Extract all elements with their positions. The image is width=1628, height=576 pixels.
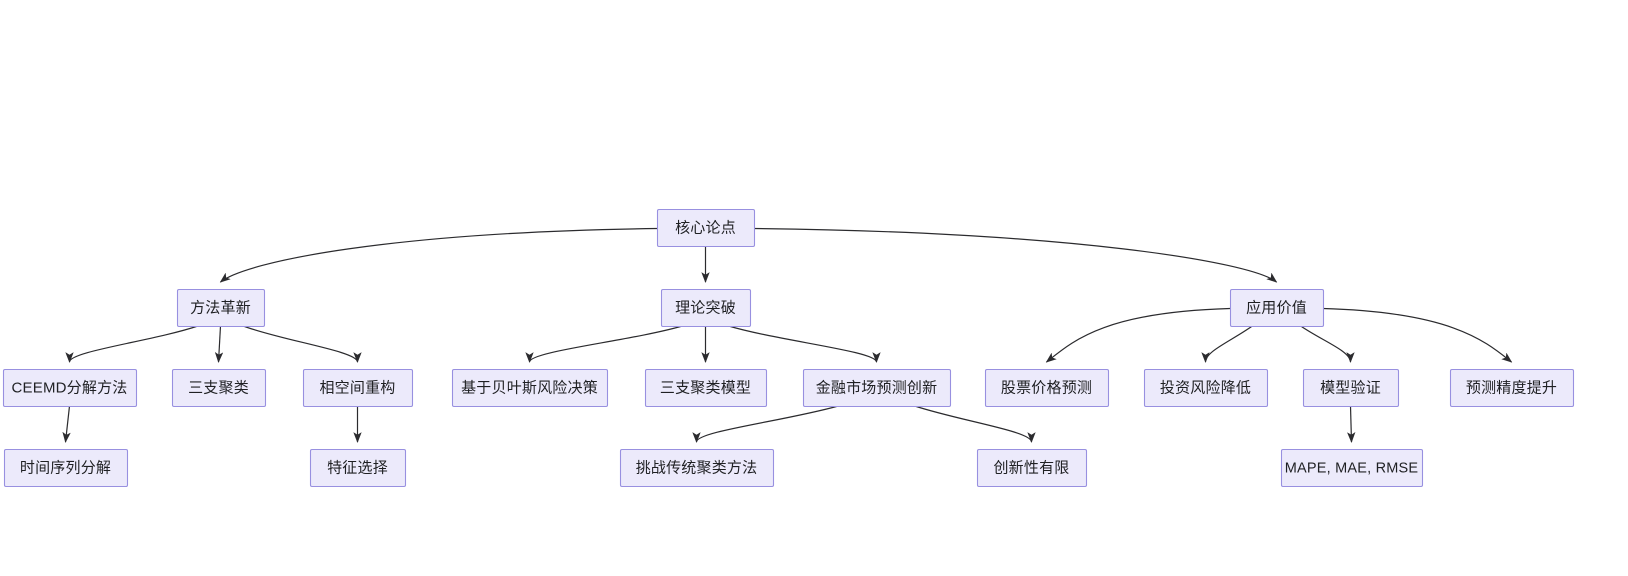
edge-l2c-to-l3i: [1300, 325, 1355, 363]
edge-l2a-to-l3a: [65, 325, 199, 363]
node-label: 相空间重构: [319, 379, 395, 396]
node-label: 挑战传统聚类方法: [636, 459, 758, 476]
node-l3g[interactable]: 股票价格预测: [984, 368, 1110, 408]
node-label: MAPE, MAE, RMSE: [1285, 460, 1419, 476]
node-l3h[interactable]: 投资风险降低: [1143, 368, 1269, 408]
node-label: 预测精度提升: [1466, 379, 1557, 396]
node-label: 模型验证: [1320, 379, 1381, 396]
edge-l3f-to-l4d: [914, 405, 1036, 443]
edge-l2b-to-l3d: [525, 325, 683, 363]
edge-l3i-to-l4e: [1347, 405, 1356, 443]
node-l3j[interactable]: 预测精度提升: [1449, 368, 1575, 408]
node-label: 理论突破: [675, 299, 736, 316]
node-l3e[interactable]: 三支聚类模型: [644, 368, 768, 408]
edge-l3f-to-l4c: [692, 405, 839, 443]
node-box: [1229, 288, 1325, 328]
node-box: [976, 448, 1088, 488]
node-label: 时间序列分解: [20, 459, 111, 476]
node-box: [451, 368, 609, 408]
node-box: [176, 288, 266, 328]
edge-l2b-to-l3f: [728, 325, 881, 363]
node-l4d[interactable]: 创新性有限: [976, 448, 1088, 488]
node-l2b[interactable]: 理论突破: [660, 288, 752, 328]
edge-l2a-to-l3b: [214, 325, 224, 363]
node-box: [2, 368, 138, 408]
edge-l2c-to-l3j: [1322, 307, 1513, 363]
node-label: 应用价值: [1246, 298, 1307, 316]
node-box: [302, 368, 414, 408]
edge-layer: [62, 227, 1513, 443]
node-label: 特征选择: [327, 459, 388, 476]
node-l3f[interactable]: 金融市场预测创新: [802, 368, 952, 408]
node-l3c[interactable]: 相空间重构: [302, 368, 414, 408]
node-box: [1449, 368, 1575, 408]
node-box: [660, 288, 752, 328]
node-box: [984, 368, 1110, 408]
edge-l3a-to-l4a: [62, 405, 71, 443]
edge-root-to-l2c: [753, 227, 1278, 283]
edge-l2c-to-l3g: [1045, 307, 1231, 363]
edge-l2a-to-l3c: [242, 325, 362, 363]
edge-root-to-l2a: [219, 227, 658, 283]
node-box: [802, 368, 952, 408]
node-root[interactable]: 核心论点: [656, 208, 756, 248]
node-box: [1280, 448, 1424, 488]
node-box: [644, 368, 768, 408]
node-l4b[interactable]: 特征选择: [309, 448, 407, 488]
node-l3d[interactable]: 基于贝叶斯风险决策: [451, 368, 609, 408]
node-label: 方法革新: [190, 299, 251, 316]
node-l2a[interactable]: 方法革新: [176, 288, 266, 328]
node-box: [619, 448, 775, 488]
node-box: [1302, 368, 1400, 408]
node-box: [309, 448, 407, 488]
node-label: 股票价格预测: [1001, 379, 1092, 396]
node-l4e[interactable]: MAPE, MAE, RMSE: [1280, 448, 1424, 488]
node-l4c[interactable]: 挑战传统聚类方法: [619, 448, 775, 488]
node-box: [1143, 368, 1269, 408]
node-label: 金融市场预测创新: [816, 379, 938, 396]
node-l3a[interactable]: CEEMD分解方法: [2, 368, 138, 408]
node-l3b[interactable]: 三支聚类: [171, 368, 267, 408]
node-label: 创新性有限: [993, 459, 1069, 476]
node-label: 基于贝叶斯风险决策: [461, 379, 598, 396]
node-l2c[interactable]: 应用价值: [1229, 288, 1325, 328]
node-box: [171, 368, 267, 408]
node-l4a[interactable]: 时间序列分解: [3, 448, 129, 488]
edge-l2c-to-l3h: [1201, 325, 1253, 363]
node-label: 三支聚类模型: [660, 379, 751, 396]
node-box: [656, 208, 756, 248]
node-box: [3, 448, 129, 488]
node-label: CEEMD分解方法: [12, 379, 128, 396]
node-label: 三支聚类: [188, 379, 249, 396]
node-label: 投资风险降低: [1160, 379, 1251, 396]
node-l3i[interactable]: 模型验证: [1302, 368, 1400, 408]
node-label: 核心论点: [675, 219, 736, 236]
